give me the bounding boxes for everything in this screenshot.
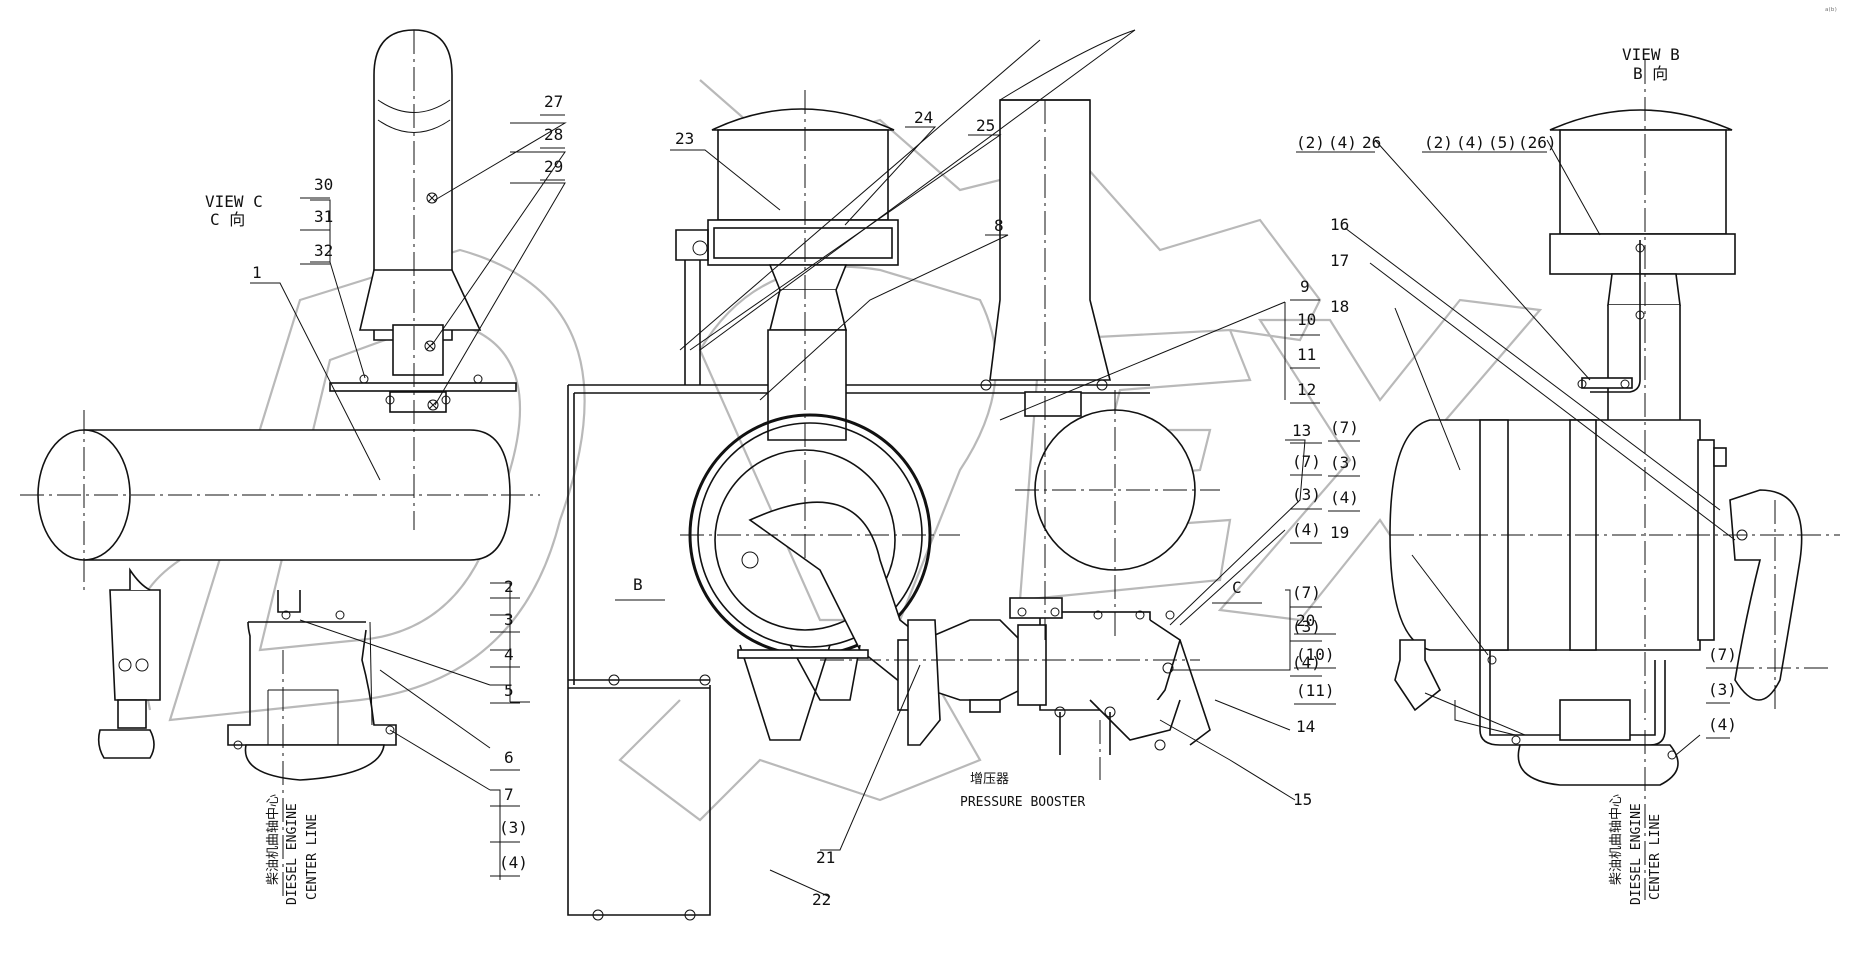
callout-14: 14 — [1296, 717, 1315, 736]
callout-28: 28 — [544, 125, 563, 144]
callout-mid-3: (3) — [1292, 617, 1321, 636]
callout-15: 15 — [1293, 790, 1312, 809]
callout-3: 3 — [504, 610, 514, 629]
view-b-assembly — [1389, 60, 1840, 900]
centerline-caption-en1-right: DIESEL ENGINE — [1629, 803, 1644, 905]
view-b-low-2: (3) — [1708, 680, 1737, 699]
callout-27: 27 — [544, 92, 563, 111]
callout-20-sub-10: (10) — [1296, 645, 1335, 664]
callout-4: 4 — [504, 645, 514, 664]
callout-1: 1 — [252, 263, 262, 282]
callout-21: 21 — [816, 848, 835, 867]
callout-17: 17 — [1330, 251, 1349, 270]
callout-9: 9 — [1300, 277, 1310, 296]
callout-11: 11 — [1297, 345, 1316, 364]
view-c-assembly — [20, 29, 540, 900]
view-b-low-1: (7) — [1708, 645, 1737, 664]
view-labels: VIEW C C 向 VIEW B B 向 B C — [205, 45, 1680, 604]
centerline-caption-en2-right: CENTER LINE — [1648, 814, 1663, 900]
callout-25: 25 — [976, 116, 995, 135]
callout-19: 19 — [1330, 523, 1349, 542]
view-b-stack-2: (3) — [1330, 453, 1359, 472]
callout-13-sub-7: (7) — [1292, 452, 1321, 471]
callout-6: 6 — [504, 748, 514, 767]
view-b-stack-3: (4) — [1330, 488, 1359, 507]
callout-8: 8 — [994, 216, 1004, 235]
callout-16: 16 — [1330, 215, 1349, 234]
callout-20: 20 — [1296, 611, 1315, 630]
callout-32: 32 — [314, 241, 333, 260]
callout-22: 22 — [812, 890, 831, 909]
view-b-right-4: (26) — [1518, 133, 1557, 152]
callout-13-sub-3: (3) — [1292, 485, 1321, 504]
section-c-marker: C — [1232, 578, 1242, 597]
callout-7-sub-4: (4) — [499, 853, 528, 872]
view-b-left-2: (4) — [1328, 133, 1357, 152]
callout-29: 29 — [544, 157, 563, 176]
callout-24: 24 — [914, 108, 933, 127]
centerline-caption-cn-right: 柴油机曲轴中心 — [1609, 794, 1624, 885]
centerline-caption-en1-left: DIESEL ENGINE — [285, 803, 300, 905]
leader-lines — [250, 122, 1736, 898]
callout-7: 7 — [504, 785, 514, 804]
callout-10: 10 — [1297, 310, 1316, 329]
callout-2: 2 — [504, 577, 514, 596]
view-b-subtitle: B 向 — [1633, 64, 1668, 83]
callout-18: 18 — [1330, 297, 1349, 316]
captions: 增压器 PRESSURE BOOSTER 柴油机曲轴中心 DIESEL ENGI… — [266, 772, 1663, 905]
callout-23: 23 — [675, 129, 694, 148]
callout-12: 12 — [1297, 380, 1316, 399]
view-b-low-3: (4) — [1708, 715, 1737, 734]
centerline-caption-en2-left: CENTER LINE — [305, 814, 320, 900]
callout-20-sub-11: (11) — [1296, 681, 1335, 700]
callout-mid-4: (4) — [1292, 653, 1321, 672]
callout-13-sub-4: (4) — [1292, 520, 1321, 539]
corner-mark: ᵃ⁽ᵇ⁾ — [1825, 7, 1837, 17]
callout-numbers: 1 2 3 4 5 6 7 (3) (4) 27 28 29 30 31 32 … — [252, 92, 1737, 909]
view-b-left-1: (2) — [1296, 133, 1325, 152]
view-b-left-3: 26 — [1362, 133, 1381, 152]
view-b-right-1: (2) — [1424, 133, 1453, 152]
callout-13: 13 — [1292, 421, 1311, 440]
view-c-title: VIEW C — [205, 192, 263, 211]
section-b-marker: B — [633, 575, 643, 594]
callout-7-sub-3: (3) — [499, 818, 528, 837]
booster-caption-en: PRESSURE BOOSTER — [960, 795, 1085, 810]
main-assembly — [567, 29, 1220, 921]
view-c-subtitle: C 向 — [210, 210, 245, 229]
view-b-stack-1: (7) — [1330, 418, 1359, 437]
callout-31: 31 — [314, 207, 333, 226]
callout-5: 5 — [504, 681, 514, 700]
centerline-caption-cn-left: 柴油机曲轴中心 — [266, 794, 281, 885]
callout-mid-7: (7) — [1292, 583, 1321, 602]
view-b-right-2: (4) — [1456, 133, 1485, 152]
view-b-right-3: (5) — [1488, 133, 1517, 152]
callout-underlines — [300, 114, 1730, 877]
callout-30: 30 — [314, 175, 333, 194]
booster-caption-cn: 增压器 — [970, 772, 1009, 787]
view-b-title: VIEW B — [1622, 45, 1680, 64]
